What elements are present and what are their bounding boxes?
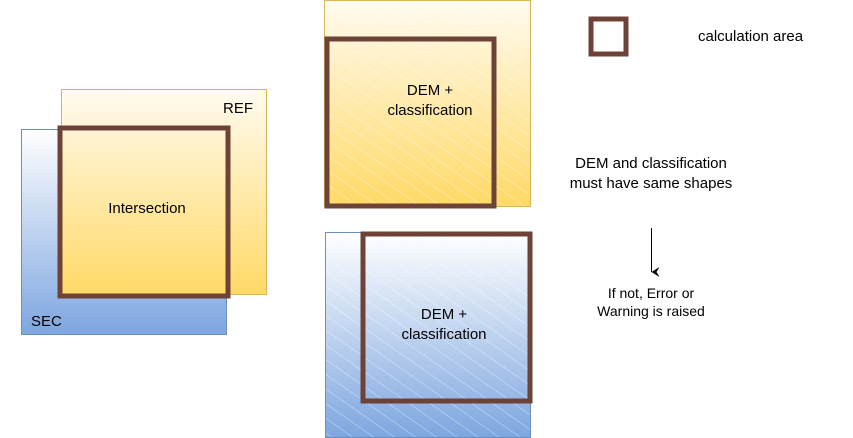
legend-calc-area-label: calculation area — [698, 28, 804, 45]
intersection-calc-area — [57, 125, 231, 299]
top-calc-area — [324, 36, 497, 209]
legend: calculation area — [588, 16, 804, 57]
result-note-line1: If not, Error or — [608, 285, 695, 301]
top-dem-group: DEM + classification — [324, 0, 531, 209]
intersection-label: Intersection — [108, 200, 186, 217]
top-dem-label-line2: classification — [387, 102, 472, 119]
bottom-dem-label-line1: DEM + — [421, 306, 468, 323]
bottom-dem-label-line2: classification — [401, 326, 486, 343]
bottom-calc-area — [360, 231, 533, 404]
ref-rect — [61, 89, 267, 295]
sec-label: SEC — [31, 313, 62, 330]
left-group: REF SEC Intersection — [21, 89, 267, 335]
shapes-note-line1: DEM and classification — [575, 155, 727, 172]
ref-label: REF — [223, 100, 253, 117]
bottom-dem-group: DEM + classification — [325, 231, 533, 438]
result-note-line2: Warning is raised — [597, 303, 705, 319]
shapes-note-line2: must have same shapes — [570, 175, 733, 192]
top-dem-label-line1: DEM + — [407, 82, 454, 99]
legend-calc-area-swatch — [588, 16, 629, 57]
notes: DEM and classification must have same sh… — [570, 155, 733, 319]
